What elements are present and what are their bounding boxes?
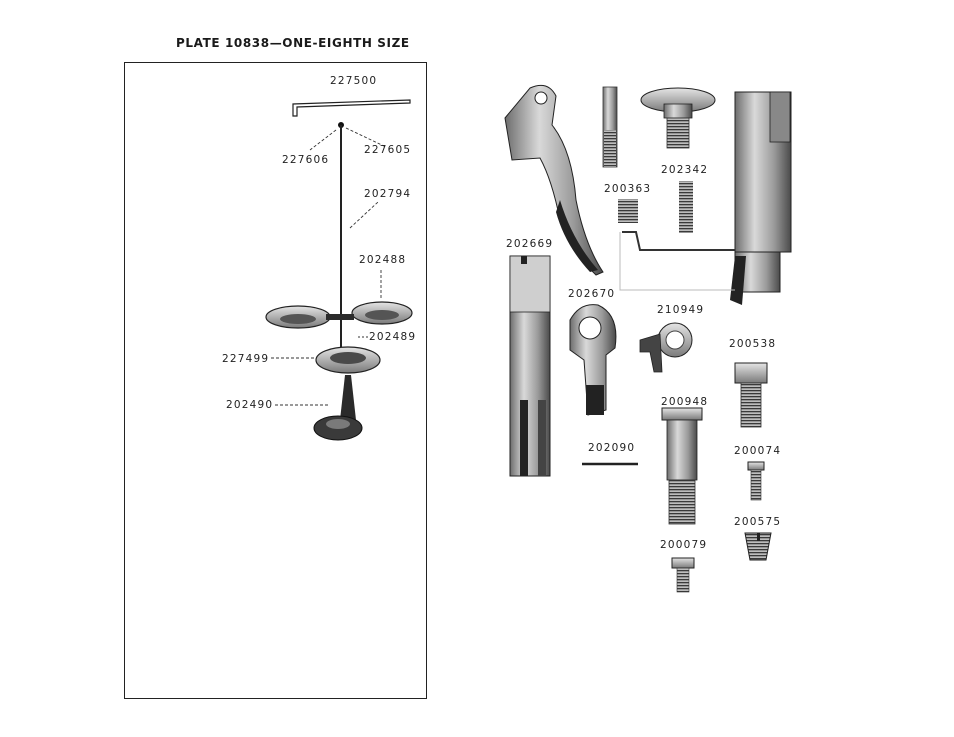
part-label-200538: 200538 bbox=[729, 338, 776, 350]
part-label-202090: 202090 bbox=[588, 442, 635, 454]
spool-base-post bbox=[340, 375, 356, 420]
part-label-202342: 202342 bbox=[661, 164, 708, 176]
part-label-200575: 200575 bbox=[734, 516, 781, 528]
part-label-202490: 202490 bbox=[226, 399, 273, 411]
part-label-202489: 202489 bbox=[369, 331, 416, 343]
part-label-200948: 200948 bbox=[661, 396, 708, 408]
spring-200363 bbox=[618, 199, 638, 223]
part-label-202794: 202794 bbox=[364, 188, 411, 200]
screw-200948 bbox=[662, 408, 702, 420]
part-label-202669: 202669 bbox=[506, 238, 553, 250]
part-label-227499: 227499 bbox=[222, 353, 269, 365]
screw-200079 bbox=[672, 558, 694, 568]
part-label-227605: 227605 bbox=[364, 144, 411, 156]
part-label-200363: 200363 bbox=[604, 183, 651, 195]
part-label-200079: 200079 bbox=[660, 539, 707, 551]
screw-200074 bbox=[748, 462, 764, 470]
part-label-227606: 227606 bbox=[282, 154, 329, 166]
part-label-202488: 202488 bbox=[359, 254, 406, 266]
spool-arm-bar bbox=[326, 314, 354, 320]
part-label-227500: 227500 bbox=[330, 75, 377, 87]
part-label-202670: 202670 bbox=[568, 288, 615, 300]
thread-guide-arm bbox=[293, 100, 410, 116]
part-label-210949: 210949 bbox=[657, 304, 704, 316]
part-label-200074: 200074 bbox=[734, 445, 781, 457]
spring-202342 bbox=[679, 181, 693, 233]
screw-200538 bbox=[735, 363, 767, 383]
